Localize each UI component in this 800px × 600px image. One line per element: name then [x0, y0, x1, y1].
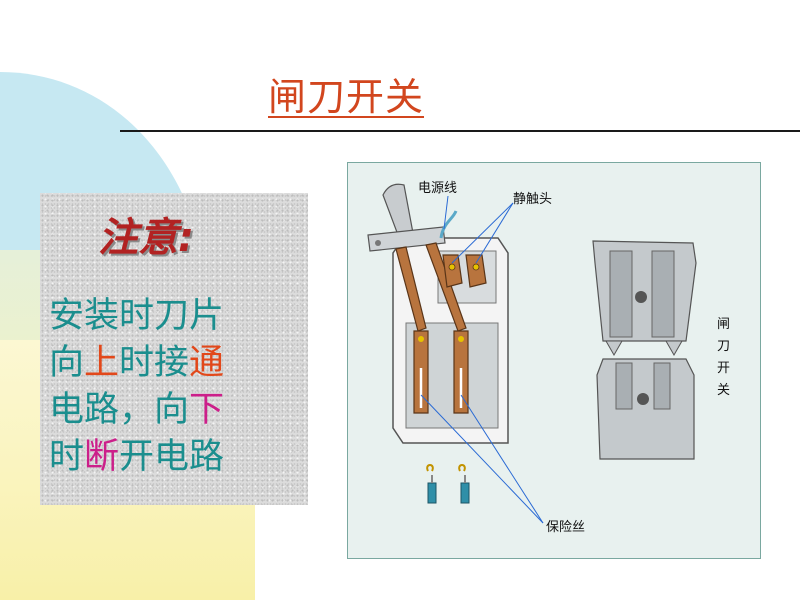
note-body: 安装时刀片 向上时接通 电路，向下 时断开电路 [49, 293, 305, 481]
label-power-line: 电源线 [418, 181, 457, 196]
blade-right [425, 242, 467, 332]
blade-left [395, 246, 427, 332]
contact-bolt-right [472, 263, 480, 271]
note-box: 注意: 安装时刀片 向上时接通 电路，向下 时断开电路 [40, 193, 308, 505]
strip-bolt-left [418, 336, 424, 342]
detail-bottom-bolt [637, 393, 649, 405]
leader-fuse-1 [420, 394, 544, 524]
bottom-hook-left [426, 464, 434, 472]
lead-right [460, 482, 470, 504]
note-text: 时接 [119, 343, 190, 383]
note-text: 电路，向 [49, 390, 190, 430]
switch-handle [382, 183, 414, 236]
note-line-4: 时断开电路 [49, 434, 305, 481]
note-text: 安装时刀片 [49, 296, 225, 336]
leader-static-contact-2 [475, 202, 514, 264]
note-line-3: 电路，向下 [49, 387, 305, 434]
side-label-char-4: 关 [717, 383, 730, 398]
highlight-connect: 通 [189, 343, 225, 383]
lead-left [427, 482, 437, 504]
leader-static-contact-1 [451, 202, 514, 264]
detail-bottom-slot-right [653, 362, 671, 410]
strip-bolt-right [458, 336, 464, 342]
handle-bolt [375, 240, 381, 246]
side-label-char-3: 开 [717, 361, 730, 376]
detail-top-slot-right [651, 250, 675, 338]
note-title: 注意: [98, 215, 194, 261]
detail-top-prong-right [665, 340, 683, 357]
static-contact-right [465, 254, 487, 288]
detail-contact-block-bottom [596, 358, 695, 460]
detail-bottom-slot-left [615, 362, 633, 410]
contact-bolt-left [448, 263, 456, 271]
highlight-down: 下 [189, 390, 225, 430]
side-label-char-1: 闸 [717, 317, 730, 332]
title-divider [120, 130, 800, 132]
detail-contact-block-top [592, 240, 697, 342]
note-text: 时 [49, 437, 85, 477]
detail-top-slot-left [609, 250, 633, 338]
note-text: 开电路 [119, 437, 225, 477]
bottom-hook-right [458, 464, 466, 472]
leader-fuse-2 [460, 394, 544, 524]
leader-power-line [443, 195, 449, 230]
side-label-char-2: 刀 [717, 339, 730, 354]
label-fuse: 保险丝 [546, 520, 585, 535]
power-cable [439, 210, 458, 239]
note-line-1: 安装时刀片 [49, 293, 305, 340]
diagram-svg: 电源线 静触头 保险丝 闸 刀 开 关 [367, 181, 730, 535]
note-text: 向 [49, 343, 85, 383]
knife-switch-diagram: 电源线 静触头 保险丝 闸 刀 开 关 [347, 162, 761, 559]
slide-title: 闸刀开关 [268, 75, 425, 119]
highlight-up: 上 [84, 343, 120, 383]
static-contact-left [442, 254, 463, 288]
detail-top-prong-left [605, 340, 623, 357]
highlight-break: 断 [84, 437, 120, 477]
note-line-2: 向上时接通 [49, 340, 305, 387]
detail-top-bolt [635, 291, 647, 303]
label-static-contact: 静触头 [513, 192, 552, 207]
